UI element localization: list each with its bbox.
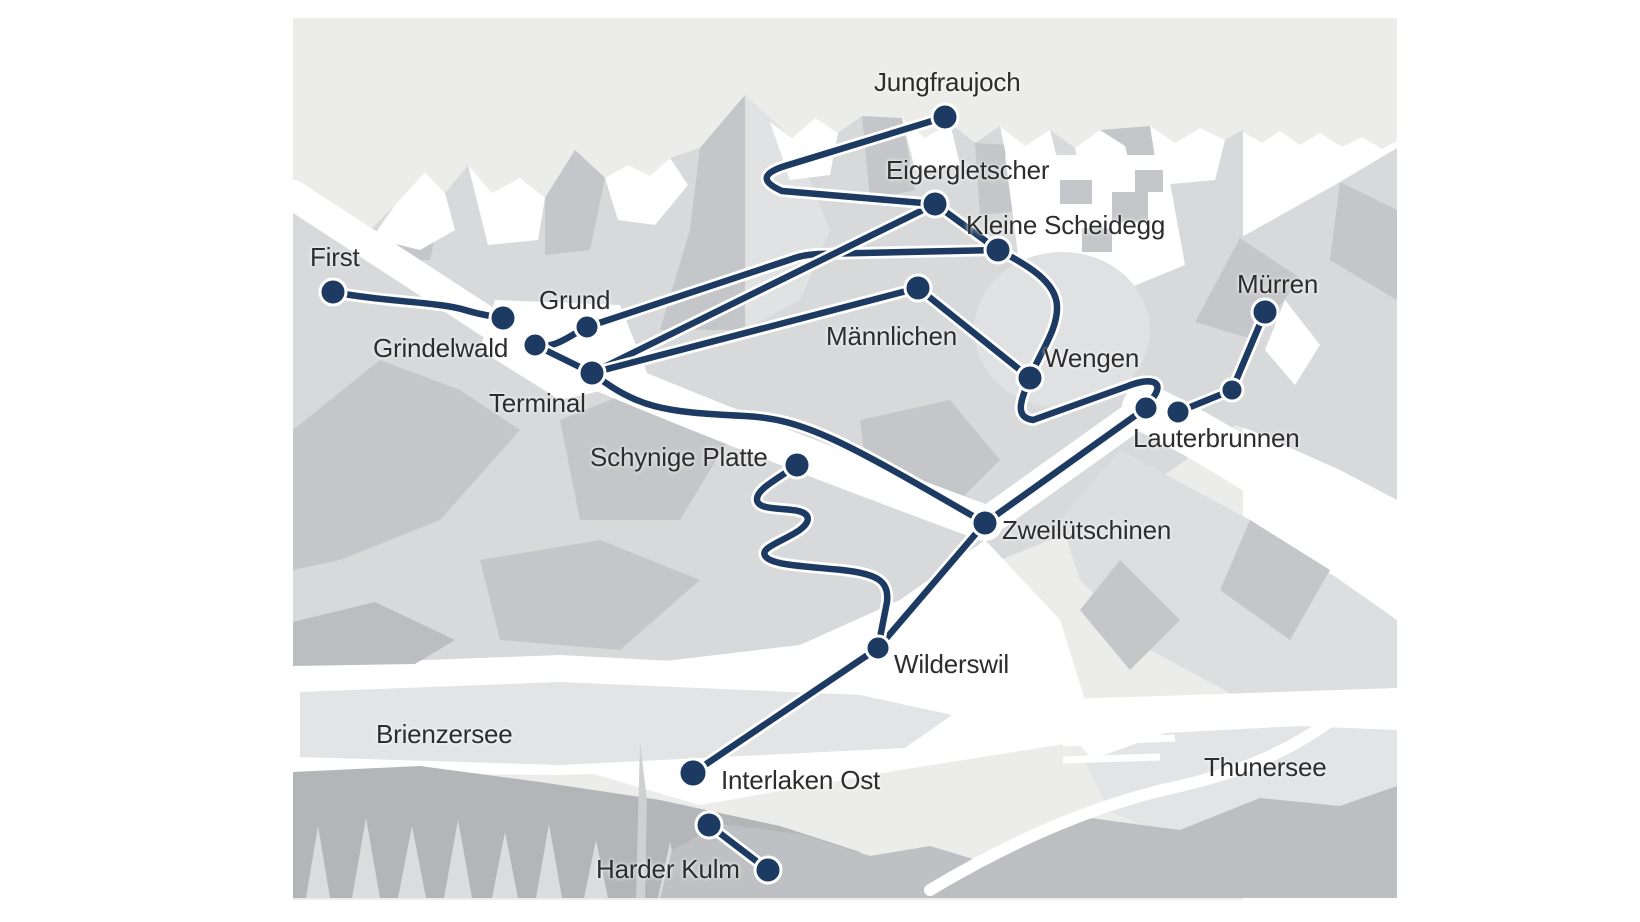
right-range-facets [1195,182,1397,340]
line-maennlichen-wengen-core [914,284,1034,382]
line-wilderswil-interlaken-ost-core [689,644,882,777]
station-dot-gruetschalp-stop [1219,377,1245,403]
station-dot-lauterbrunnen [1164,398,1192,426]
station-dot-maennlichen [903,273,933,303]
station-dot-kleine-scheidegg [983,235,1013,265]
foreground-hill-right [930,786,1397,898]
line-kleine-scheidegg-wengen-core [994,246,1061,382]
station-dot-harder-base-stop [694,810,724,840]
glacier-rocks [1060,170,1163,252]
line-terminal-zweiluetschinen-core [588,369,989,527]
line-terminal-maennlichen-core [588,284,922,377]
station-dot-wilderswil [864,634,892,662]
station-dot-grindelwald [521,331,549,359]
church-spire [636,742,647,898]
line-eigergletscher-jungfraujoch-core [763,113,949,208]
station-dot-lauterbrunnen-west [1132,394,1160,422]
station-dot-first [318,277,348,307]
line-terminal-eigergletscher-core [588,200,939,377]
southeast-slope-facets [1080,520,1330,670]
station-dots [318,102,1280,885]
thunersee-piers [1062,734,1176,764]
line-schynige-platte-zigzag-core [753,461,891,652]
line-lauterbrunnen-zweiluetschinen-core [981,404,1150,527]
line-wengen-lauterbrunnen-core [1017,374,1161,424]
station-dot-jungfraujoch [930,102,960,132]
brienzersee-headland [293,602,455,666]
station-dot-wengen [1015,363,1045,393]
station-dot-harder-kulm [753,855,783,885]
station-dot-grund [573,313,601,341]
southeast-slope [1060,450,1397,760]
village-hill [660,824,1000,898]
right-range-snow-streak [1265,300,1320,385]
station-dot-interlaken-ost [677,757,709,789]
station-dot-eigergletscher [920,189,950,219]
station-dot-schynige-platte [782,450,812,480]
station-dot-zweiluetschinen [970,508,1000,538]
station-dot-first-base-stop [488,303,518,333]
valley-road [924,700,1356,896]
line-zweiluetschinen-wilderswil-core [874,519,989,652]
station-dot-terminal [577,358,607,388]
line-grund-kleine-scheidegg-core [583,246,1002,331]
station-dot-muerren [1250,297,1280,327]
